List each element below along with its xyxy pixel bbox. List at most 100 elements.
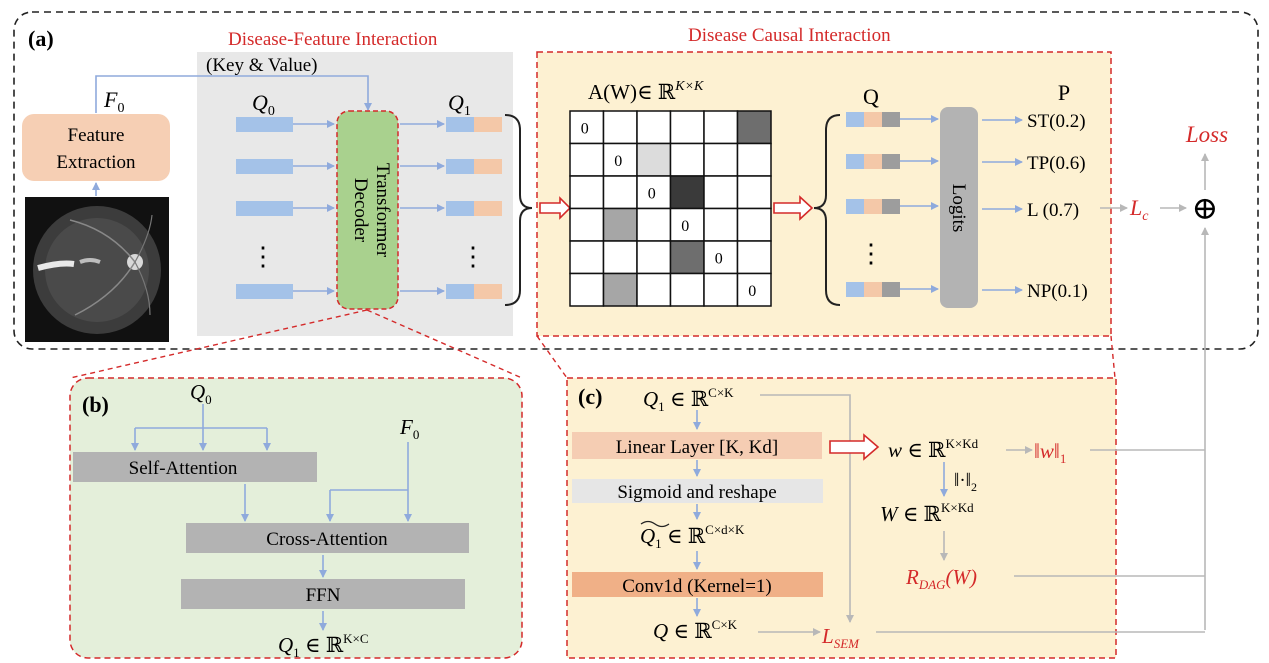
- key-value-label: (Key & Value): [206, 55, 318, 76]
- w-norm1-label: ‖w‖1: [1034, 439, 1066, 466]
- matrix-cell: [636, 142, 672, 177]
- w-big-label: W ∈ ℝK×Kd: [880, 500, 974, 526]
- matrix-cell: [703, 240, 739, 275]
- q1-token-peach: [474, 284, 502, 299]
- q1-token-peach: [474, 117, 502, 132]
- conv1d-box: [572, 572, 823, 597]
- q0-vdots: ⋮: [250, 242, 276, 271]
- b-q0-label: Q0: [190, 380, 212, 407]
- lsem-label: LSEM: [821, 624, 860, 651]
- matrix-cell: [636, 175, 672, 210]
- q0-token: [236, 284, 293, 299]
- q-token-blue: [846, 282, 864, 297]
- q-brace: [813, 114, 841, 306]
- q0-token: [236, 159, 293, 174]
- matrix-cell: [736, 240, 772, 275]
- q-token-peach: [864, 282, 882, 297]
- norm2-label: ‖·‖2: [954, 470, 977, 494]
- matrix-cell: [703, 110, 739, 145]
- sigmoid-label: Sigmoid and reshape: [617, 482, 776, 503]
- matrix-cell: [669, 207, 705, 242]
- matrix-cell: [569, 240, 605, 275]
- q1-token-blue: [446, 117, 474, 132]
- c-q-label: Q ∈ ℝC×K: [653, 617, 738, 643]
- matrix-cell: [636, 240, 672, 275]
- output-label: L (0.7): [1027, 200, 1079, 221]
- q1-token-peach: [474, 201, 502, 216]
- matrix-cell: [569, 207, 605, 242]
- cross-attention-label: Cross-Attention: [266, 529, 388, 550]
- sigmoid-box: [572, 479, 823, 503]
- q-token-gray: [882, 199, 900, 214]
- matrix-cell: [602, 110, 638, 145]
- matrix-cell: [636, 207, 672, 242]
- matrix-diagonal-zero: 0: [581, 120, 589, 137]
- f0-label: F0: [103, 87, 124, 116]
- matrix-diagonal-zero: 0: [748, 283, 756, 300]
- ffn-box: [181, 579, 465, 609]
- q-token-gray: [882, 154, 900, 169]
- fundus-image: [25, 197, 169, 342]
- q1-label: Q1: [448, 90, 471, 119]
- c-q1-label: Q1 ∈ ℝC×K: [643, 385, 734, 414]
- q1-vdots: ⋮: [460, 242, 486, 271]
- matrix-cell: [636, 272, 672, 307]
- q-vdots: ⋮: [858, 239, 884, 268]
- feature-extraction-line2: Extraction: [56, 152, 136, 173]
- output-label: NP(0.1): [1027, 281, 1088, 302]
- matrix-cell: [569, 272, 605, 307]
- matrix-cell: [569, 142, 605, 177]
- transformer-decoder-box: [336, 110, 399, 310]
- oplus-icon: ⊕: [1192, 190, 1219, 226]
- cross-attention-box: [186, 523, 469, 553]
- conv1d-label: Conv1d (Kernel=1): [622, 576, 772, 597]
- ffn-label: FFN: [306, 585, 341, 606]
- to-q-arrow: [773, 195, 814, 221]
- matrix-cell: [736, 142, 772, 177]
- matrix-cell: [602, 175, 638, 210]
- matrix-cell: [703, 175, 739, 210]
- matrix-cell: [669, 175, 705, 210]
- matrix-diagonal-zero: 0: [715, 250, 723, 267]
- panel-a-border: [13, 11, 1259, 350]
- self-attention-label: Self-Attention: [129, 458, 238, 479]
- q0-label: Q0: [252, 90, 275, 119]
- tilde-mark: [640, 520, 670, 528]
- matrix-diagonal-zero: 0: [648, 185, 656, 202]
- matrix-cell: [703, 142, 739, 177]
- matrix-cell: [669, 110, 705, 145]
- matrix-cell: [602, 272, 638, 307]
- output-label: ST(0.2): [1027, 111, 1086, 132]
- p-label: P: [1058, 80, 1070, 105]
- transformer-label: Transformer: [372, 163, 393, 258]
- matrix-cell: [602, 207, 638, 242]
- matrix-cell: [602, 142, 638, 177]
- to-w-arrow: [829, 433, 880, 461]
- matrix-cell: [636, 110, 672, 145]
- q-token-blue: [846, 199, 864, 214]
- matrix-label: A(W)∈ ℝK×K: [588, 79, 704, 104]
- q1-tokens: [400, 117, 502, 299]
- q1-brace: [504, 114, 533, 306]
- q-token-peach: [864, 154, 882, 169]
- q1-token-peach: [474, 159, 502, 174]
- matrix-cell: [602, 240, 638, 275]
- logits-box: [940, 107, 978, 308]
- q0-tokens: [236, 117, 335, 299]
- self-attention-box: [73, 452, 317, 482]
- matrix-cell: [703, 272, 739, 307]
- matrix-cell: [736, 175, 772, 210]
- matrix-cell: [569, 110, 605, 145]
- dfi-title: Disease-Feature Interaction: [228, 29, 438, 50]
- b-f0-label: F0: [399, 415, 419, 442]
- loss-label: Loss: [1185, 122, 1228, 147]
- linear-layer-label: Linear Layer [K, Kd]: [616, 437, 778, 458]
- q-tokens: [846, 112, 939, 297]
- q1-token-blue: [446, 201, 474, 216]
- q-label: Q: [863, 84, 879, 109]
- matrix-cell: [669, 142, 705, 177]
- q1-token-blue: [446, 284, 474, 299]
- lc-label: Lc: [1129, 195, 1149, 224]
